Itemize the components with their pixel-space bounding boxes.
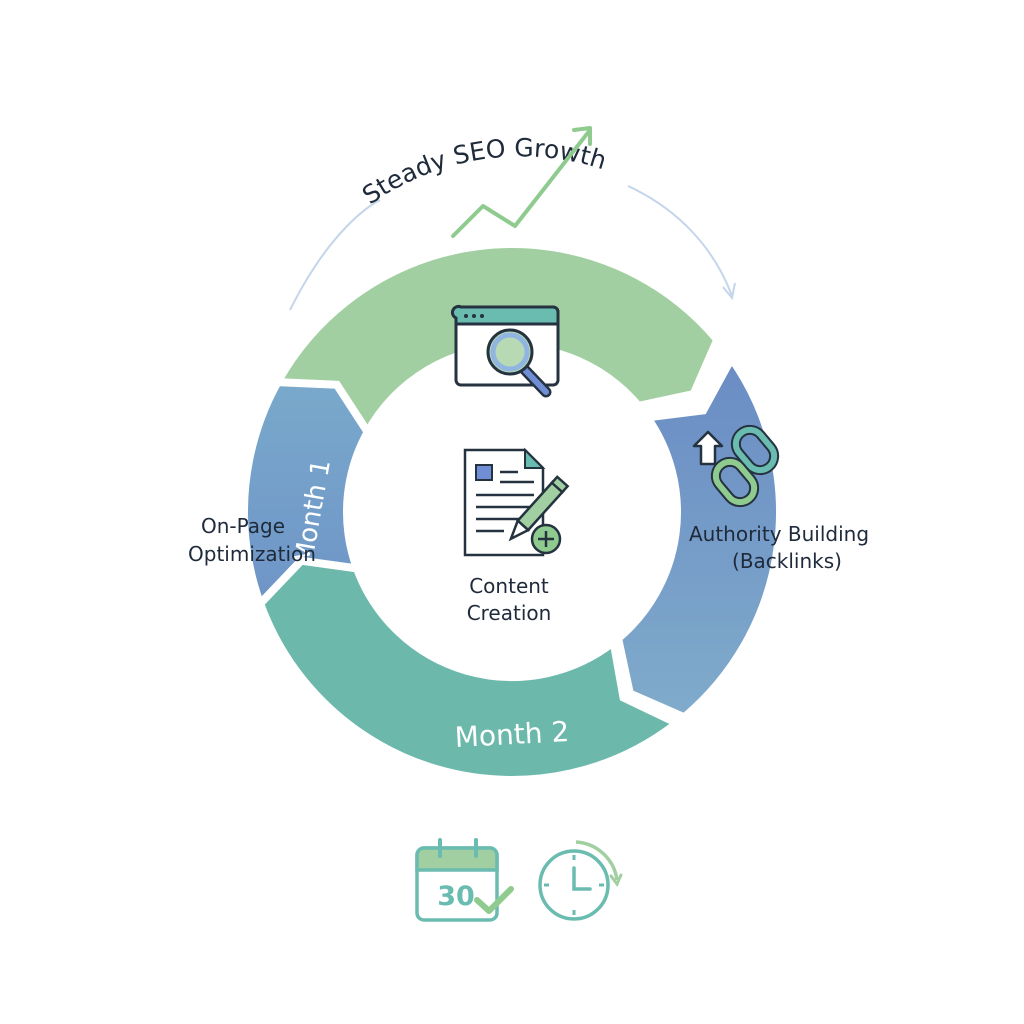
ring-segment-bottom (255, 556, 685, 784)
calendar-day: 30 (437, 881, 475, 912)
stage-label-content-line1: Content (469, 574, 549, 598)
chain-link-upload-icon (692, 424, 780, 508)
document-edit-icon (463, 447, 570, 557)
stage-label-content-line2: Creation (467, 601, 552, 625)
growth-trend-icon (451, 126, 592, 238)
segment-label-month-2: Month 2 (454, 715, 570, 754)
stage-label-onpage-line1: On-Page (201, 514, 285, 538)
calendar-check-icon: 30 (415, 838, 514, 922)
stage-label-authority-line2: (Backlinks) (732, 549, 842, 573)
cycle-arc-left (289, 199, 381, 311)
browser-search-icon (450, 304, 560, 398)
stage-label-onpage-line2: Optimization (188, 542, 316, 566)
stage-label-authority-line1: Authority Building (689, 522, 869, 546)
diagram-title: Steady SEO Growth (357, 133, 610, 210)
cycle-arc-right (627, 185, 733, 297)
clock-refresh-icon (538, 840, 623, 921)
cycle-arrowhead (722, 282, 736, 301)
